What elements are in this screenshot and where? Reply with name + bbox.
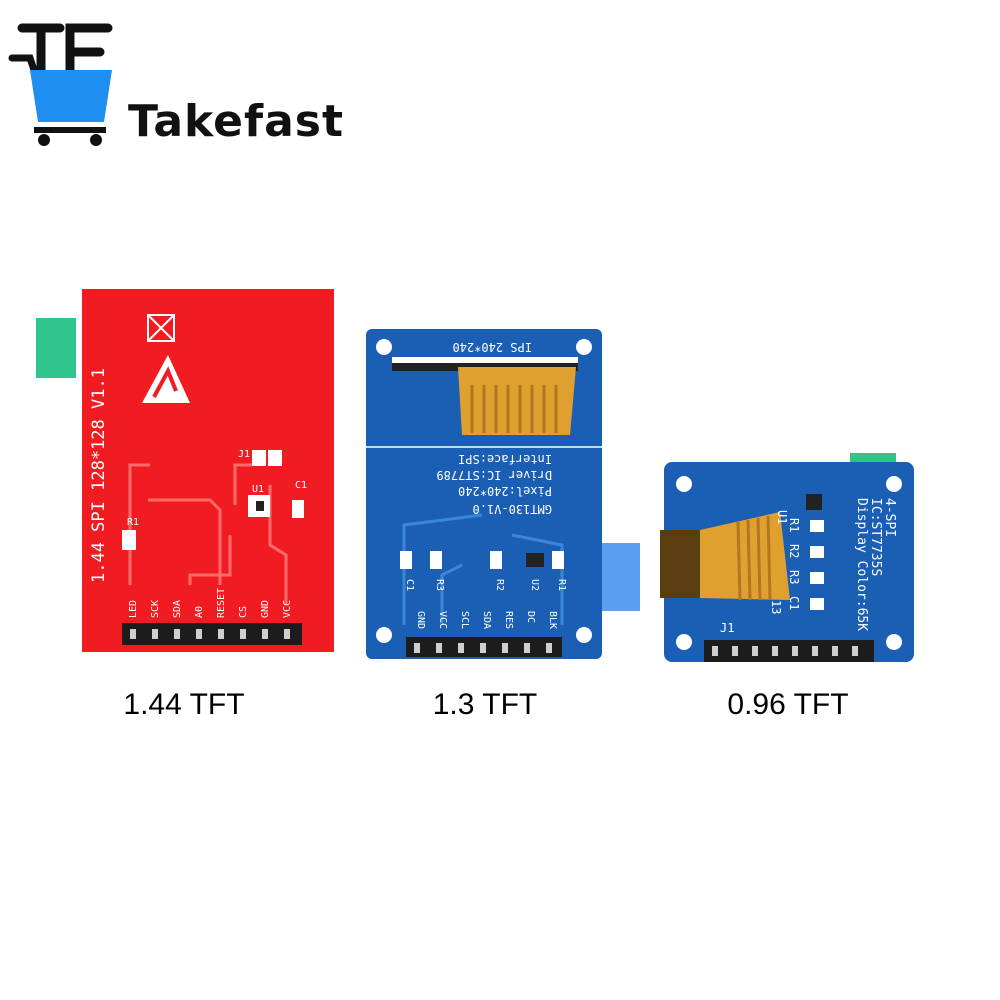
caption-144-tft: 1.44 TFT bbox=[123, 688, 245, 721]
ref-r2: R2 bbox=[494, 579, 505, 591]
pin-scl: SCL bbox=[459, 611, 470, 629]
pin-vcc: VCC bbox=[437, 611, 448, 629]
pin-header bbox=[122, 623, 302, 645]
silkscreen-spi-128: 1.44 SPI 128*128 V1.1 bbox=[89, 368, 109, 583]
ref-u1: U1 bbox=[775, 510, 789, 524]
info-color: Display Color:65K bbox=[854, 498, 869, 631]
ref-r3: R3 bbox=[787, 570, 801, 584]
ref-r1: R1 bbox=[127, 517, 139, 528]
info-driver: Driver IC:ST7789 bbox=[436, 468, 552, 482]
pin-header bbox=[704, 640, 874, 662]
pcb-red bbox=[82, 289, 334, 652]
pin-blk: BLK bbox=[547, 611, 558, 629]
ref-u1: U1 bbox=[252, 484, 264, 495]
board-13-tft: IPS 240*240 Interface:SPI Driver IC:ST77… bbox=[362, 325, 647, 665]
pin-led: LED bbox=[128, 600, 139, 618]
ref-r1: R1 bbox=[556, 579, 567, 591]
info-pixel: Pixel:240*240 bbox=[458, 484, 552, 498]
info-model: GMT130-V1.0 bbox=[473, 502, 552, 516]
board-096-tft: U1 R1 R2 R3 C1 J1 13 4-SPI IC:ST7735S Di… bbox=[660, 450, 920, 665]
pin-sda: SDA bbox=[172, 600, 183, 618]
ref-r2: R2 bbox=[787, 544, 801, 558]
pin-sda: SDA bbox=[481, 611, 492, 629]
info-interface: Interface:SPI bbox=[458, 452, 552, 466]
label-ips: IPS 240*240 bbox=[453, 340, 532, 354]
pcb-blue-small bbox=[664, 462, 914, 662]
ref-c1: C1 bbox=[787, 596, 801, 610]
info-ic: IC:ST7735S bbox=[868, 498, 883, 576]
ref-j1: J1 bbox=[720, 621, 734, 635]
ref-13: 13 bbox=[769, 600, 783, 614]
pin-gnd: GND bbox=[260, 600, 271, 618]
pin-a0: A0 bbox=[194, 606, 205, 618]
ref-c1: C1 bbox=[404, 579, 415, 591]
ref-c1: C1 bbox=[295, 480, 307, 491]
cart-logo-icon bbox=[8, 23, 113, 146]
pin-reset: RESET bbox=[216, 588, 227, 618]
pin-gnd: GND bbox=[415, 611, 426, 629]
pin-sck: SCK bbox=[150, 600, 161, 618]
caption-096-tft: 0.96 TFT bbox=[727, 688, 849, 721]
ref-r1: R1 bbox=[787, 518, 801, 532]
takefast-logo: Takefast bbox=[8, 18, 348, 148]
pin-res: RES bbox=[503, 611, 514, 629]
info-4spi: 4-SPI bbox=[882, 498, 897, 537]
ref-j1: J1 bbox=[238, 449, 250, 460]
ref-r3: R3 bbox=[434, 579, 445, 591]
caption-13-tft: 1.3 TFT bbox=[432, 688, 538, 721]
brand-name: Takefast bbox=[128, 96, 345, 147]
board-144-tft: R1 J1 U1 C1 1.44 SPI 128*128 V1.1 LED SC… bbox=[30, 285, 340, 660]
pin-dc: DC bbox=[525, 611, 536, 623]
pin-vcc: VCC bbox=[282, 600, 293, 618]
ref-u2: U2 bbox=[529, 579, 540, 591]
pin-cs: CS bbox=[238, 606, 249, 618]
